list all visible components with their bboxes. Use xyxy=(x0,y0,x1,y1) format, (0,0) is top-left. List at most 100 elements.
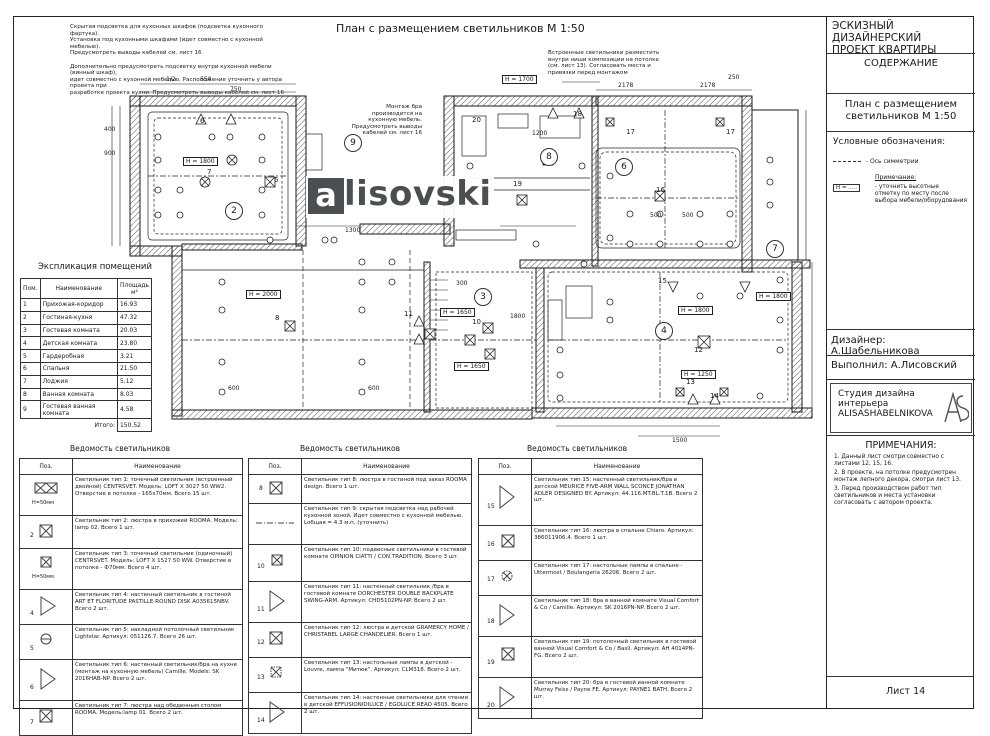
dim-400: 400 xyxy=(104,126,116,133)
table-row: 11 Светильник тип 11: настенный светильн… xyxy=(248,581,472,623)
plan-num-13: 13 xyxy=(686,378,695,386)
dim-750: 750 xyxy=(230,86,242,93)
note-3: 3. Перед производством работ тип светиль… xyxy=(834,486,942,506)
note-2: 2. В проекте, на потолке предусмотрен мо… xyxy=(834,470,961,483)
legend-axis-text: - Ось симметрии xyxy=(865,158,919,165)
fixture-type-13: Светильник тип 13: настольные лампы в де… xyxy=(301,657,472,693)
wall-kitchen-bath xyxy=(295,95,307,247)
loggia xyxy=(751,109,799,261)
fixture-type-14: Светильник тип 14: настенные светильники… xyxy=(301,692,472,734)
sheet-number-divider xyxy=(826,676,974,677)
dim-1500: 1500 xyxy=(672,437,688,444)
dim-500: 500 xyxy=(650,212,662,219)
wall-bottom-left xyxy=(171,409,533,420)
fixture-type-2: Светильник тип 2: люстра в прихожей ROOM… xyxy=(72,515,243,549)
table-total-row: Итого:150.52 xyxy=(21,418,153,433)
wall-left-bottom xyxy=(171,245,183,417)
legend: Условные обозначения: - Ось симметрии Пр… xyxy=(827,132,975,330)
title-block: ЭСКИЗНЫЙ ДИЗАЙНЕРСКИЙ ПРОЕКТ КВАРТИРЫ СО… xyxy=(826,16,975,709)
fixture-type-9: Светильник тип 9: скрытая подсветка над … xyxy=(301,503,472,545)
fixture-type-3: Светильник тип 3: точечный светильник (о… xyxy=(72,548,243,590)
height-label-1650-b: H = 1650 xyxy=(454,362,489,371)
room-marker-9: 9 xyxy=(344,134,362,152)
plan-num-10: 10 xyxy=(472,318,481,326)
room-marker-2: 2 xyxy=(225,202,243,220)
project-title: ЭСКИЗНЫЙ ДИЗАЙНЕРСКИЙ ПРОЕКТ КВАРТИРЫ xyxy=(827,16,975,56)
fixtures-title-2: Ведомость светильников xyxy=(300,444,401,453)
dim-650: 650 xyxy=(200,76,212,83)
notes-block: ПРИМЕЧАНИЯ: 1. Данный лист смотри совмес… xyxy=(827,436,975,706)
fixture-type-17: Светильник тип 17: настольные лампы в сп… xyxy=(531,560,703,596)
plan-num-5: 5 xyxy=(274,176,279,184)
note-1: 1. Данный лист смотри совместно с листам… xyxy=(834,454,944,467)
wall-top-center xyxy=(453,95,597,107)
wall-bottom-right xyxy=(531,407,813,419)
table-row: 20 Светильник тип 20: бра в гостевой ван… xyxy=(478,677,703,719)
executor-field: Выполнил: А.Лисовский xyxy=(827,356,975,380)
fixture-type-8: Светильник тип 8: люстра в гостиной под … xyxy=(301,474,472,504)
floor-plan xyxy=(111,81,813,437)
room-marker-8: 8 xyxy=(540,148,558,166)
studio-name: Студия дизайна интерьера ALISASHABELNIKO… xyxy=(838,389,933,419)
fixture-type-10: Светильник тип 10: подвесные светильники… xyxy=(301,544,472,582)
fixture-type-1: Светильник тип 1: точечный светильник (в… xyxy=(72,474,243,516)
dim-half-a: 1/2 xyxy=(166,76,176,83)
dim-300: 300 xyxy=(456,280,468,287)
legend-note-title: Примечание: xyxy=(875,174,917,181)
plan-num-12: 12 xyxy=(694,346,703,354)
plan-num-19: 19 xyxy=(513,180,522,188)
dim-600: 600 xyxy=(228,385,240,392)
fixtures-table-2: Поз.Наименование 8 Светильник тип 8: люс… xyxy=(248,458,472,734)
table-row: 18 Светильник тип 18: бра в ванной комна… xyxy=(478,595,703,637)
wall-children-left xyxy=(535,267,545,413)
table-row: 10 Светильник тип 10: подвесные светильн… xyxy=(248,544,472,582)
height-label-1800: H = 1800 xyxy=(183,157,218,166)
table-row: 6 Светильник тип 6: настенный светильник… xyxy=(19,659,243,701)
dim-250: 250 xyxy=(728,74,740,81)
watermark-logo: a lisovski xyxy=(306,174,494,218)
contents-header: СОДЕРЖАНИЕ xyxy=(827,54,975,94)
dim-1200: 1200 xyxy=(532,130,548,137)
plan-num-8: 8 xyxy=(275,314,280,322)
fixture-type-11: Светильник тип 11: настенный светильник … xyxy=(301,581,472,623)
wall-right-upper xyxy=(741,95,753,273)
wall-corridor xyxy=(359,223,451,235)
plan-title: План с размещением светильников М 1:50 xyxy=(336,22,585,35)
fixture-type-12: Светильник тип 12: люстра в детской GRAM… xyxy=(301,622,472,658)
wall-top-left xyxy=(129,95,297,107)
wall-living-hall xyxy=(181,243,303,251)
table-row: 13 Светильник тип 13: настольные лампы в… xyxy=(248,657,472,693)
plan-num-6: 6 xyxy=(200,117,205,125)
height-label-1800-b: H = 1800 xyxy=(678,306,713,315)
sheet-number: Лист 14 xyxy=(886,686,926,697)
legend-axis-row: - Ось симметрии xyxy=(833,158,967,165)
table-row: 16 Светильник тип 16: люстра в спальне C… xyxy=(478,525,703,561)
fixture-type-19: Светильник тип 19: потолочный светильник… xyxy=(531,636,703,678)
fixtures-table-1: Поз.Наименование H=50мм Светильник тип 1… xyxy=(19,458,243,736)
fixture-type-18: Светильник тип 18: бра в ванной комнате … xyxy=(531,595,703,637)
plan-num-18: 18 xyxy=(573,110,582,118)
height-label-1800-c: H = 1800 xyxy=(756,292,791,301)
studio-block: Студия дизайна интерьера ALISASHABELNIKO… xyxy=(827,380,975,436)
fixtures-table-3: Поз.Наименование 15 Светильник тип 15: н… xyxy=(478,458,703,719)
legend-h-text: - уточнить высотные отметку по месту пос… xyxy=(875,184,968,204)
explication-title: Экспликация помещений xyxy=(38,262,152,272)
designer-field: Дизайнер: А.Шабельникова xyxy=(827,330,975,357)
dim-2178-b: 2178 xyxy=(700,82,716,89)
plan-num-20: 20 xyxy=(472,116,481,124)
legend-title: Условные обозначения: xyxy=(833,137,946,147)
dim-2178: 2178 xyxy=(618,82,634,89)
room-marker-4: 4 xyxy=(655,322,673,340)
table-row: 19 Светильник тип 19: потолочный светиль… xyxy=(478,636,703,678)
logo-text: lisovski xyxy=(344,174,492,214)
fixture-type-7: Светильник тип 7: люстра над обеденным с… xyxy=(72,700,243,736)
wall-bath-center xyxy=(443,95,455,247)
room-marker-6: 6 xyxy=(615,158,633,176)
studio-stamp: Студия дизайна интерьера ALISASHABELNIKO… xyxy=(830,383,972,433)
